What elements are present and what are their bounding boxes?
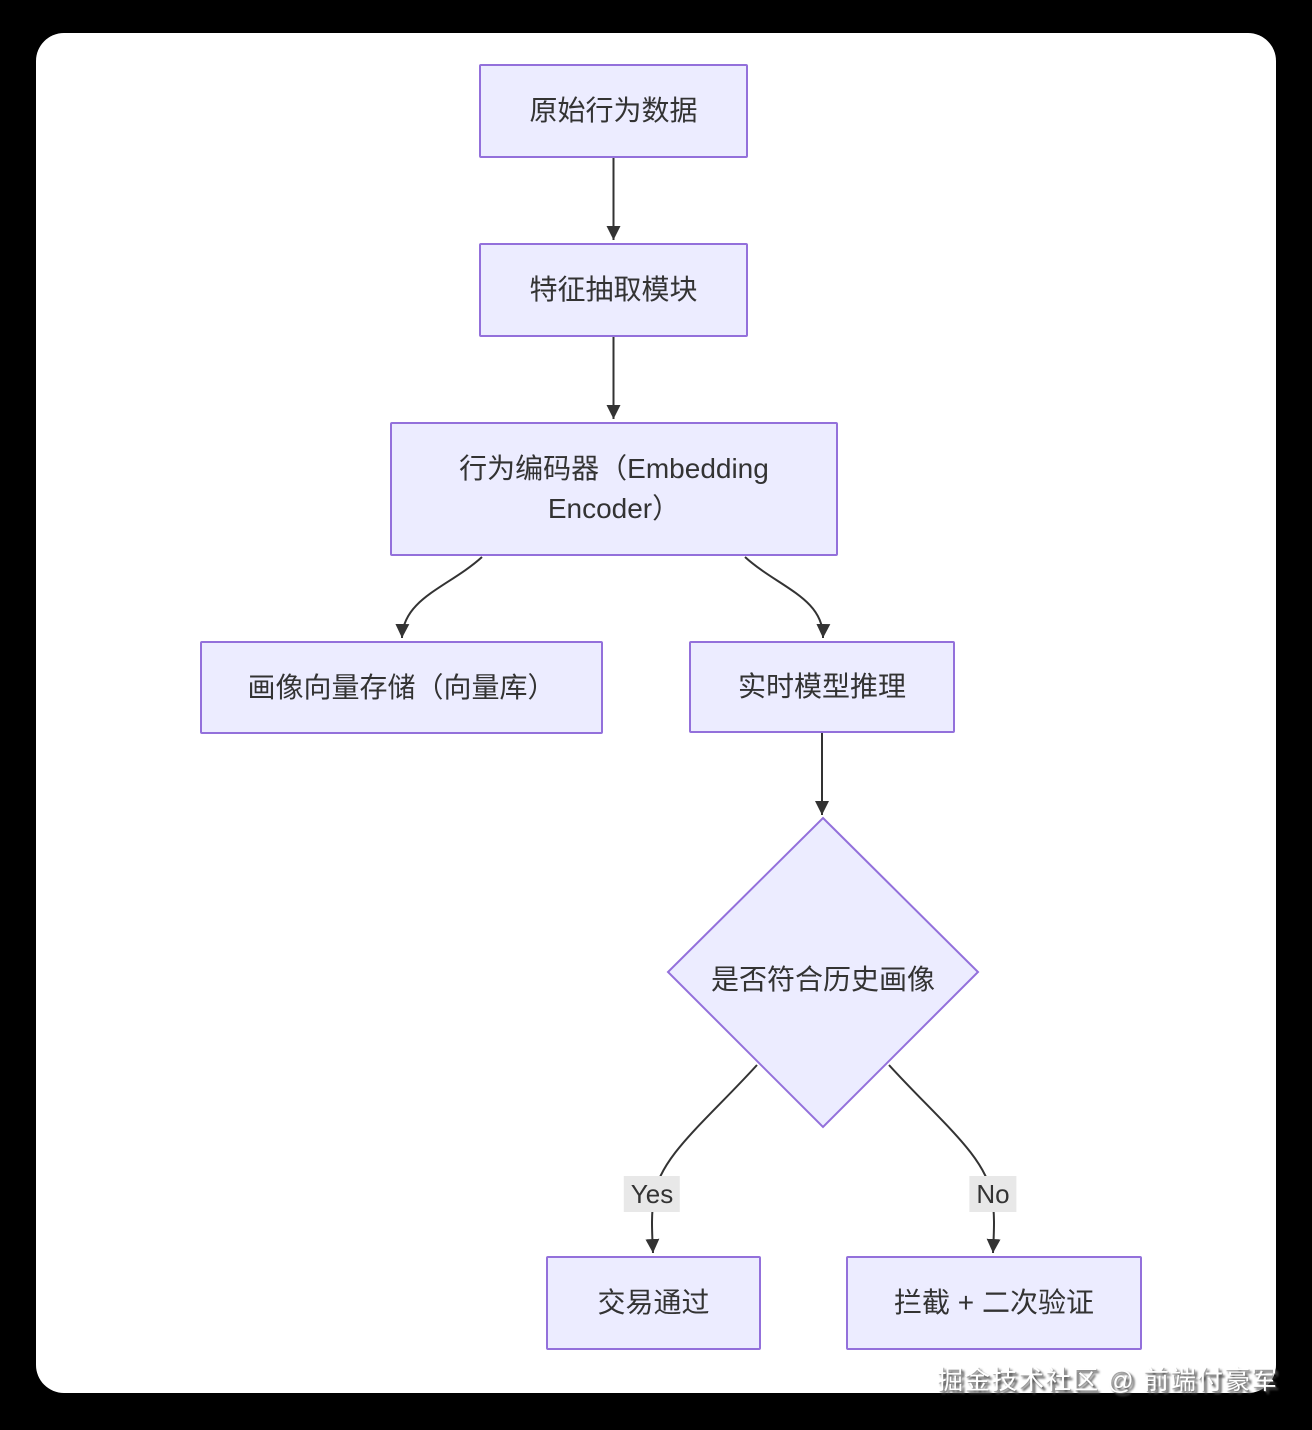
node-feature-extraction: 特征抽取模块 [479,243,748,337]
node-label: 拦截 + 二次验证 [894,1287,1094,1318]
node-transaction-pass: 交易通过 [546,1256,761,1350]
node-label: 原始行为数据 [529,95,698,126]
watermark-text: 掘金技术社区 @ 前端付豪军 [937,1365,1278,1395]
edge-label-no: No [969,1176,1017,1212]
node-raw-behavior-data: 原始行为数据 [479,64,748,158]
node-label: 交易通过 [597,1287,710,1318]
node-label: 是否符合历史画像 [710,964,935,995]
node-label: 特征抽取模块 [529,274,698,305]
node-intercept-verify: 拦截 + 二次验证 [846,1256,1142,1350]
node-label: 实时模型推理 [737,671,906,702]
node-label: 画像向量存储（向量库） [247,671,556,703]
node-decision-label: 是否符合历史画像 [623,958,1023,998]
node-vector-store: 画像向量存储（向量库） [200,641,603,734]
edge-label-yes: Yes [623,1176,681,1212]
node-realtime-inference: 实时模型推理 [689,641,955,733]
edge-label-text: Yes [630,1179,674,1209]
node-label: 行为编码器（Embedding Encoder） [459,453,769,524]
node-embedding-encoder: 行为编码器（Embedding Encoder） [390,422,838,556]
edge-label-text: No [976,1179,1010,1209]
